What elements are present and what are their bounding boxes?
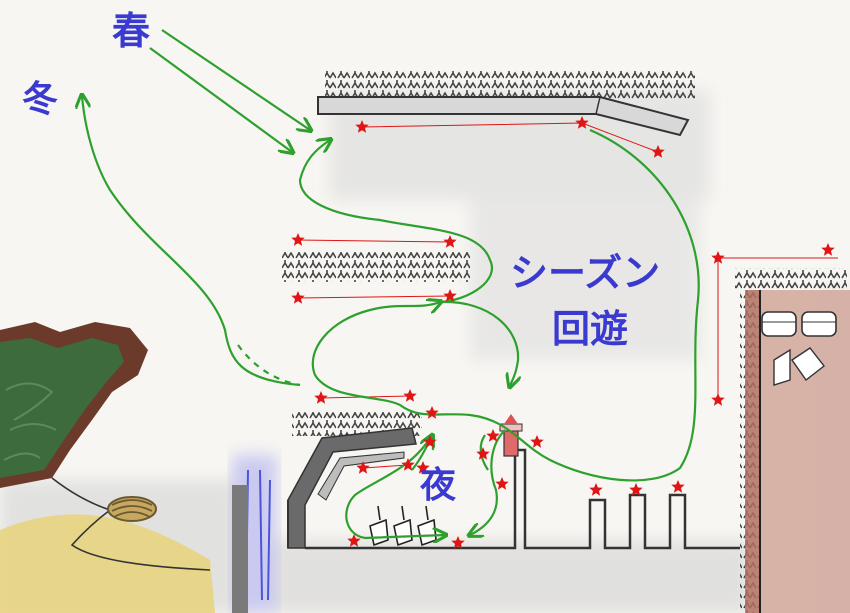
star-marker-icon xyxy=(486,429,500,442)
rope-coil-icon xyxy=(107,496,157,522)
spring-arrow-lower xyxy=(149,47,292,152)
middle-tetrapod-block xyxy=(282,252,470,282)
shoreline xyxy=(51,477,211,571)
warehouse-building xyxy=(745,290,850,613)
star-marker-icon xyxy=(451,536,465,549)
star-marker-icon xyxy=(711,251,725,264)
star-marker-icon xyxy=(443,235,457,248)
inner-s-curve xyxy=(298,140,493,304)
land-hill xyxy=(0,322,148,488)
season-migration-label-line1: シーズン xyxy=(510,251,661,295)
star-marker-icon xyxy=(651,145,665,158)
star-marker-icon xyxy=(495,477,509,490)
star-marker-icon xyxy=(476,447,490,460)
winter-label: 冬 xyxy=(22,79,59,120)
star-marker-icon xyxy=(291,233,305,246)
migration-routes xyxy=(82,29,700,538)
inner-loop-b xyxy=(439,300,518,386)
spring-label: 春 xyxy=(112,9,151,53)
star-marker-icon xyxy=(314,391,328,404)
star-marker-icon xyxy=(401,458,415,471)
season-migration-label-line2: 回遊 xyxy=(552,307,629,351)
star-marker-icon xyxy=(423,435,437,448)
star-marker-icon xyxy=(425,406,439,419)
fishing-line-segments xyxy=(297,122,719,469)
storage-tank-icon xyxy=(761,311,837,386)
star-marker-icon xyxy=(356,461,370,474)
night-label: 夜 xyxy=(420,465,457,506)
star-marker-icon xyxy=(403,389,417,402)
star-marker-icon xyxy=(355,120,369,133)
star-marker-icon xyxy=(629,483,643,496)
winter-route xyxy=(82,96,301,387)
star-marker-icon xyxy=(821,243,835,256)
top-breakwater xyxy=(317,71,695,137)
sand-beach xyxy=(0,514,215,613)
winter-route-dashed xyxy=(237,344,301,387)
night-route-c xyxy=(470,429,506,535)
star-marker-icon xyxy=(291,291,305,304)
lighthouse-icon xyxy=(499,414,523,457)
star-marker-icon xyxy=(671,480,685,493)
boat-icon xyxy=(369,505,437,547)
star-marker-icon xyxy=(347,534,361,547)
star-marker-icon xyxy=(711,393,725,406)
star-marker-icon xyxy=(443,289,457,302)
spring-arrow-upper xyxy=(161,29,310,130)
star-marker-icon xyxy=(530,435,544,448)
star-markers xyxy=(291,116,835,549)
star-marker-icon xyxy=(416,461,430,474)
star-marker-icon xyxy=(575,116,589,129)
star-marker-icon xyxy=(589,483,603,496)
harbor-quay xyxy=(232,412,740,613)
season-loop xyxy=(311,128,700,482)
